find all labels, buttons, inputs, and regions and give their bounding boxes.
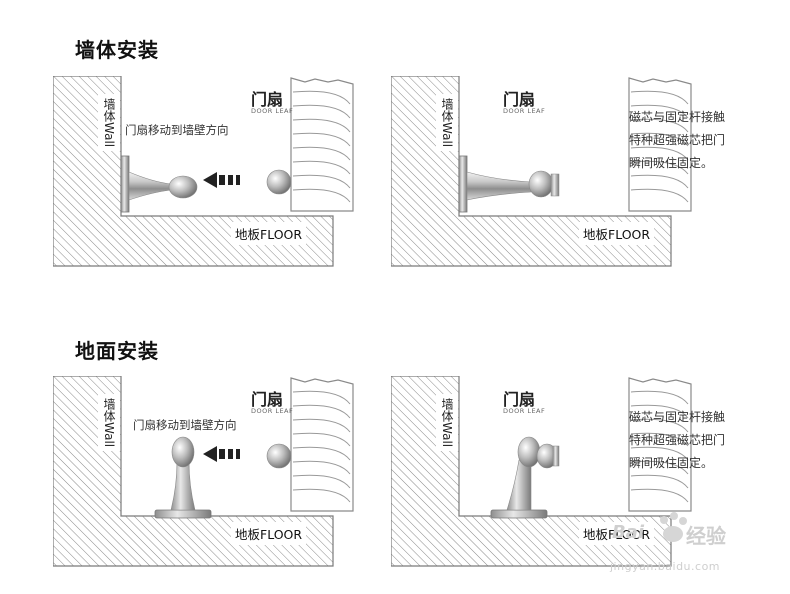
- door-leaf-label: 门扇: [503, 90, 536, 109]
- door-leaf-en-label: DOOR LEAF: [503, 107, 546, 115]
- door-leaf-label: 门扇: [251, 90, 284, 109]
- stopper-rod: [506, 459, 532, 511]
- floor-label: 地板FLOOR: [579, 522, 655, 545]
- floor-label: 地板FLOOR: [231, 522, 307, 545]
- door-leaf-en-label: DOOR LEAF: [251, 107, 294, 115]
- stopper-head: [168, 175, 198, 199]
- wall-label: 墙体Wall: [98, 394, 120, 452]
- wall-base-plate: [458, 155, 468, 213]
- floor-base-plate: [490, 509, 548, 519]
- paw-logo-icon: [660, 512, 687, 542]
- stopper-head: [517, 436, 541, 468]
- door-leaf-label: 门扇: [503, 390, 536, 409]
- watermark: Bai 经验 jingyan.baidu.com: [600, 508, 760, 588]
- diagram-wall-moving: [53, 76, 354, 267]
- section-title-wall: 墙体安装: [75, 38, 159, 62]
- wall-label: 墙体Wall: [436, 394, 458, 452]
- description-line: 瞬间吸住固定。: [629, 456, 714, 470]
- move-caption: 门扇移动到墙壁方向: [125, 123, 229, 137]
- watermark-brand: Bai: [612, 522, 645, 543]
- panel-floor-attached: 墙体Wall 门扇 DOOR LEAF 地板FLOOR 磁芯与固定杆接触 特种超…: [391, 376, 725, 576]
- door-magnet-cap: [552, 445, 560, 467]
- move-caption: 门扇移动到墙壁方向: [133, 418, 237, 432]
- panel-wall-moving: 墙体Wall 门扇 DOOR LEAF 门扇移动到墙壁方向 地板FLOOR: [53, 76, 354, 276]
- watermark-jingyan: 经验: [686, 524, 726, 548]
- door-magnet-ball: [266, 443, 292, 469]
- description-line: 磁芯与固定杆接触: [629, 410, 726, 424]
- wall-label: 墙体Wall: [436, 94, 458, 152]
- floor-label: 地板FLOOR: [231, 222, 307, 245]
- stopper-rod: [170, 461, 196, 511]
- stopper-head: [528, 170, 554, 198]
- diagram-floor-moving: [53, 376, 354, 567]
- floor-base-plate: [154, 509, 212, 519]
- description-line: 磁芯与固定杆接触: [629, 110, 726, 124]
- door-magnet-cap: [550, 173, 560, 197]
- door-leaf-label: 门扇: [251, 390, 284, 409]
- diagram-wall-attached: [391, 76, 692, 267]
- door-leaf-en-label: DOOR LEAF: [251, 407, 294, 415]
- description-line: 瞬间吸住固定。: [629, 156, 714, 170]
- door-magnet-ball: [266, 169, 292, 195]
- panel-floor-moving: 墙体Wall 门扇 DOOR LEAF 门扇移动到墙壁方向 地板FLOOR: [53, 376, 354, 576]
- diagram-floor-attached: [391, 376, 692, 567]
- description-line: 特种超强磁芯把门: [629, 433, 726, 447]
- arrow-left-icon: [203, 172, 217, 188]
- door-leaf-en-label: DOOR LEAF: [503, 407, 546, 415]
- floor-label: 地板FLOOR: [579, 222, 655, 245]
- description-line: 特种超强磁芯把门: [629, 133, 726, 147]
- arrow-left-icon: [203, 446, 217, 462]
- wall-base-plate: [120, 155, 130, 213]
- description-text: 磁芯与固定杆接触 特种超强磁芯把门 瞬间吸住固定。: [629, 406, 749, 475]
- description-text: 磁芯与固定杆接触 特种超强磁芯把门 瞬间吸住固定。: [629, 106, 749, 175]
- stopper-rod: [128, 171, 172, 201]
- stopper-rod: [466, 171, 532, 201]
- panel-wall-attached: 墙体Wall 门扇 DOOR LEAF 地板FLOOR 磁芯与固定杆接触 特种超…: [391, 76, 725, 276]
- watermark-url: jingyan.baidu.com: [610, 560, 721, 573]
- stopper-head: [171, 436, 195, 468]
- section-title-floor: 地面安装: [75, 339, 159, 363]
- wall-label: 墙体Wall: [98, 94, 120, 152]
